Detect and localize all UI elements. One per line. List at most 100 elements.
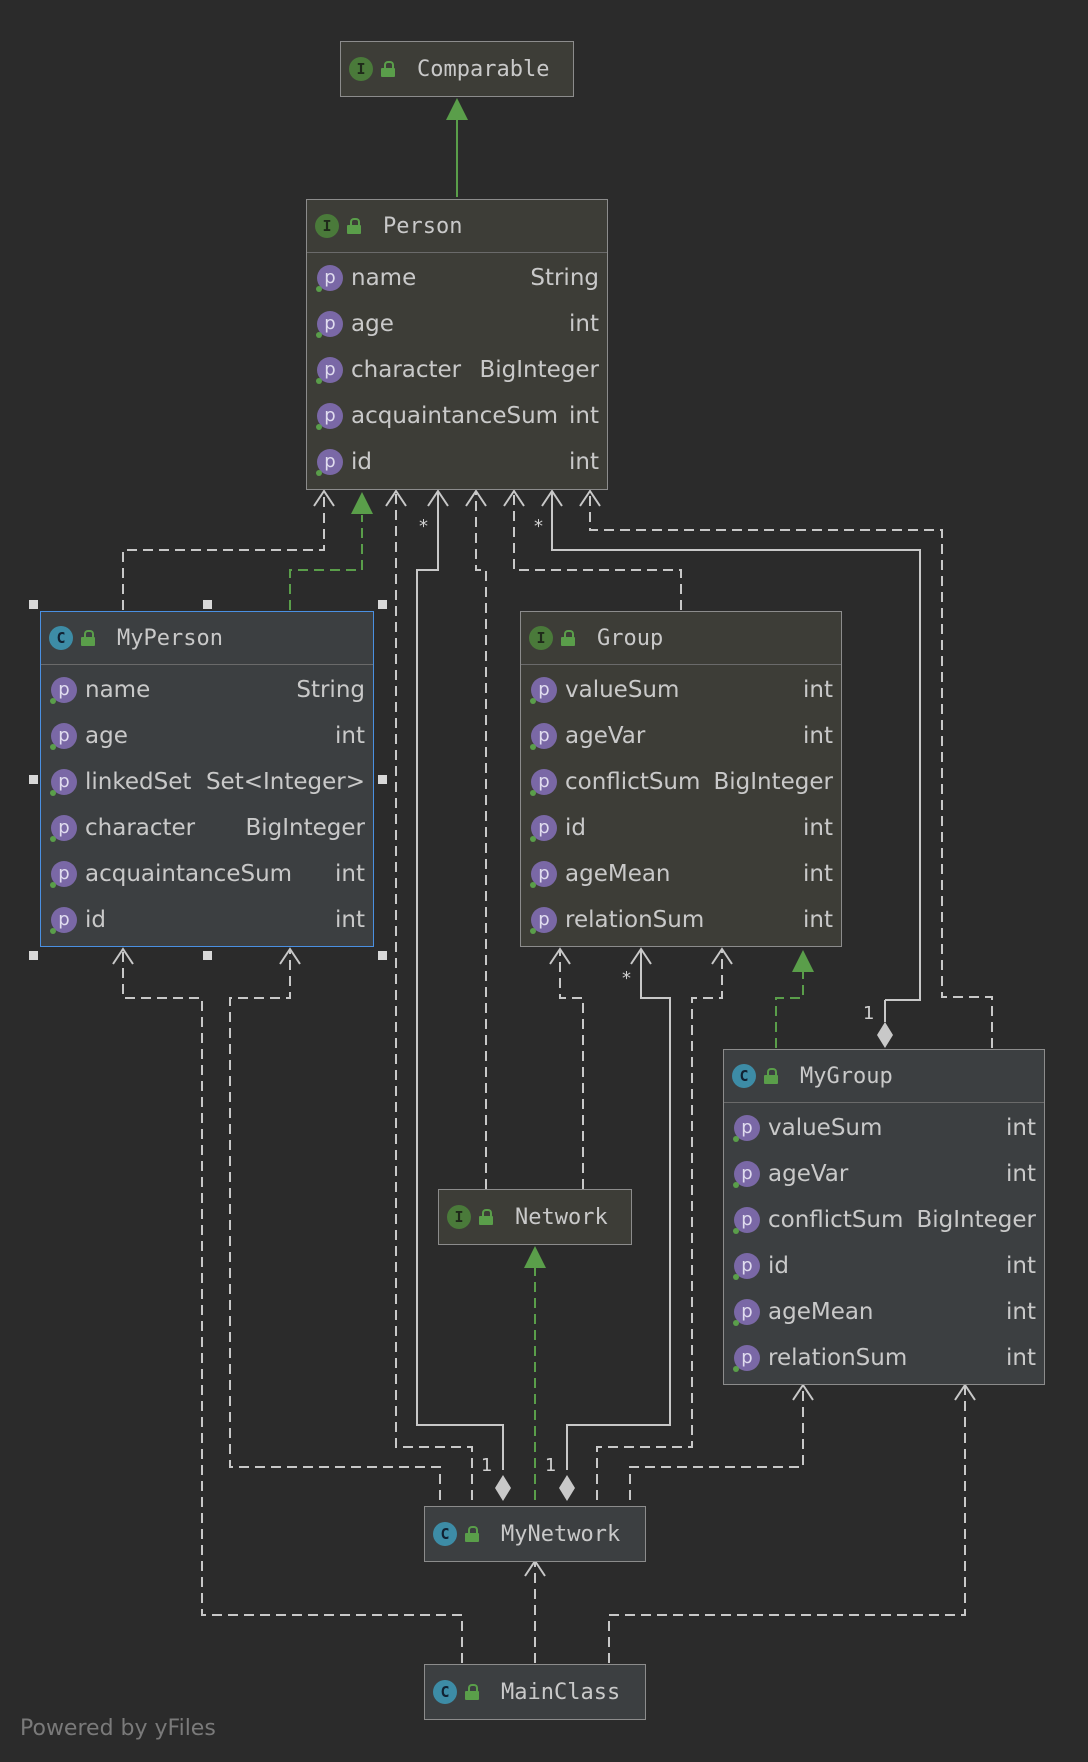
field-type: Set<Integer> bbox=[205, 769, 365, 795]
field-name: relationSum bbox=[565, 907, 705, 933]
property-icon: p bbox=[50, 861, 77, 888]
field-type: BigInteger bbox=[916, 1207, 1036, 1233]
property-icon: p bbox=[50, 907, 77, 934]
class-icon: C bbox=[433, 1680, 457, 1704]
field-name: ageMean bbox=[768, 1299, 874, 1325]
property-icon: p bbox=[316, 265, 343, 292]
field-name: valueSum bbox=[565, 677, 680, 703]
resize-handle[interactable] bbox=[378, 951, 387, 960]
node-network[interactable]: I Network bbox=[438, 1189, 632, 1245]
resize-handle[interactable] bbox=[378, 775, 387, 784]
property-icon: p bbox=[316, 449, 343, 476]
resize-handle[interactable] bbox=[29, 600, 38, 609]
node-comparable[interactable]: I Comparable bbox=[340, 41, 574, 97]
public-lock-icon bbox=[347, 218, 361, 234]
multiplicity-label: * bbox=[534, 516, 543, 537]
multiplicity-label: * bbox=[622, 968, 631, 989]
property-icon: p bbox=[50, 677, 77, 704]
property-icon: p bbox=[530, 723, 557, 750]
node-title: Comparable bbox=[417, 56, 550, 82]
property-icon: p bbox=[733, 1345, 760, 1372]
field-type: int bbox=[335, 907, 365, 933]
property-icon: p bbox=[733, 1253, 760, 1280]
node-header: C MyGroup bbox=[724, 1050, 1044, 1103]
property-icon: p bbox=[530, 677, 557, 704]
edge-mygroup-aggregates-person bbox=[541, 489, 921, 1048]
field-type: int bbox=[803, 861, 833, 887]
public-lock-icon bbox=[465, 1526, 479, 1542]
node-title: Group bbox=[597, 625, 664, 651]
field-type: BigInteger bbox=[713, 769, 833, 795]
property-icon: p bbox=[733, 1207, 760, 1234]
edge-person-extends-comparable bbox=[446, 98, 468, 197]
property-icon: p bbox=[530, 815, 557, 842]
property-icon: p bbox=[316, 357, 343, 384]
field-name: name bbox=[351, 265, 417, 291]
field-name: relationSum bbox=[768, 1345, 908, 1371]
node-title: MyGroup bbox=[800, 1063, 893, 1089]
resize-handle[interactable] bbox=[29, 951, 38, 960]
node-title: MyNetwork bbox=[501, 1521, 621, 1547]
edge-mynetwork-uses-person bbox=[385, 489, 473, 1500]
class-icon: C bbox=[732, 1064, 756, 1088]
field-name: acquaintanceSum bbox=[85, 861, 293, 887]
resize-handle[interactable] bbox=[378, 600, 387, 609]
edge-mainclass-uses-mygroup bbox=[608, 1383, 976, 1663]
edge-mainclass-uses-mynetwork bbox=[524, 1559, 546, 1663]
field-type: String bbox=[296, 677, 365, 703]
powered-by-label: Powered by yFiles bbox=[20, 1716, 216, 1741]
node-header: C MyNetwork bbox=[425, 1507, 645, 1561]
public-lock-icon bbox=[465, 1684, 479, 1700]
edge-mygroup-uses-person bbox=[579, 489, 993, 1048]
node-mynetwork[interactable]: C MyNetwork bbox=[424, 1506, 646, 1562]
field-type: int bbox=[569, 403, 599, 429]
edge-network-uses-group bbox=[549, 947, 584, 1189]
edge-mainclass-uses-myperson bbox=[112, 947, 463, 1663]
node-title: Network bbox=[515, 1204, 608, 1230]
edge-group-uses-person bbox=[503, 489, 682, 610]
field-type: int bbox=[1006, 1161, 1036, 1187]
interface-icon: I bbox=[315, 214, 339, 238]
node-header: C MyPerson bbox=[41, 612, 373, 665]
node-mainclass[interactable]: C MainClass bbox=[424, 1664, 646, 1720]
field-name: ageVar bbox=[768, 1161, 849, 1187]
field-type: int bbox=[569, 449, 599, 475]
resize-handle[interactable] bbox=[29, 775, 38, 784]
field-type: BigInteger bbox=[245, 815, 365, 841]
field-type: String bbox=[530, 265, 599, 291]
node-title: MyPerson bbox=[117, 625, 223, 651]
resize-handle[interactable] bbox=[203, 951, 212, 960]
field-name: valueSum bbox=[768, 1115, 883, 1141]
edge-mynetwork-aggregates-person bbox=[416, 489, 511, 1501]
resize-handle[interactable] bbox=[203, 600, 212, 609]
